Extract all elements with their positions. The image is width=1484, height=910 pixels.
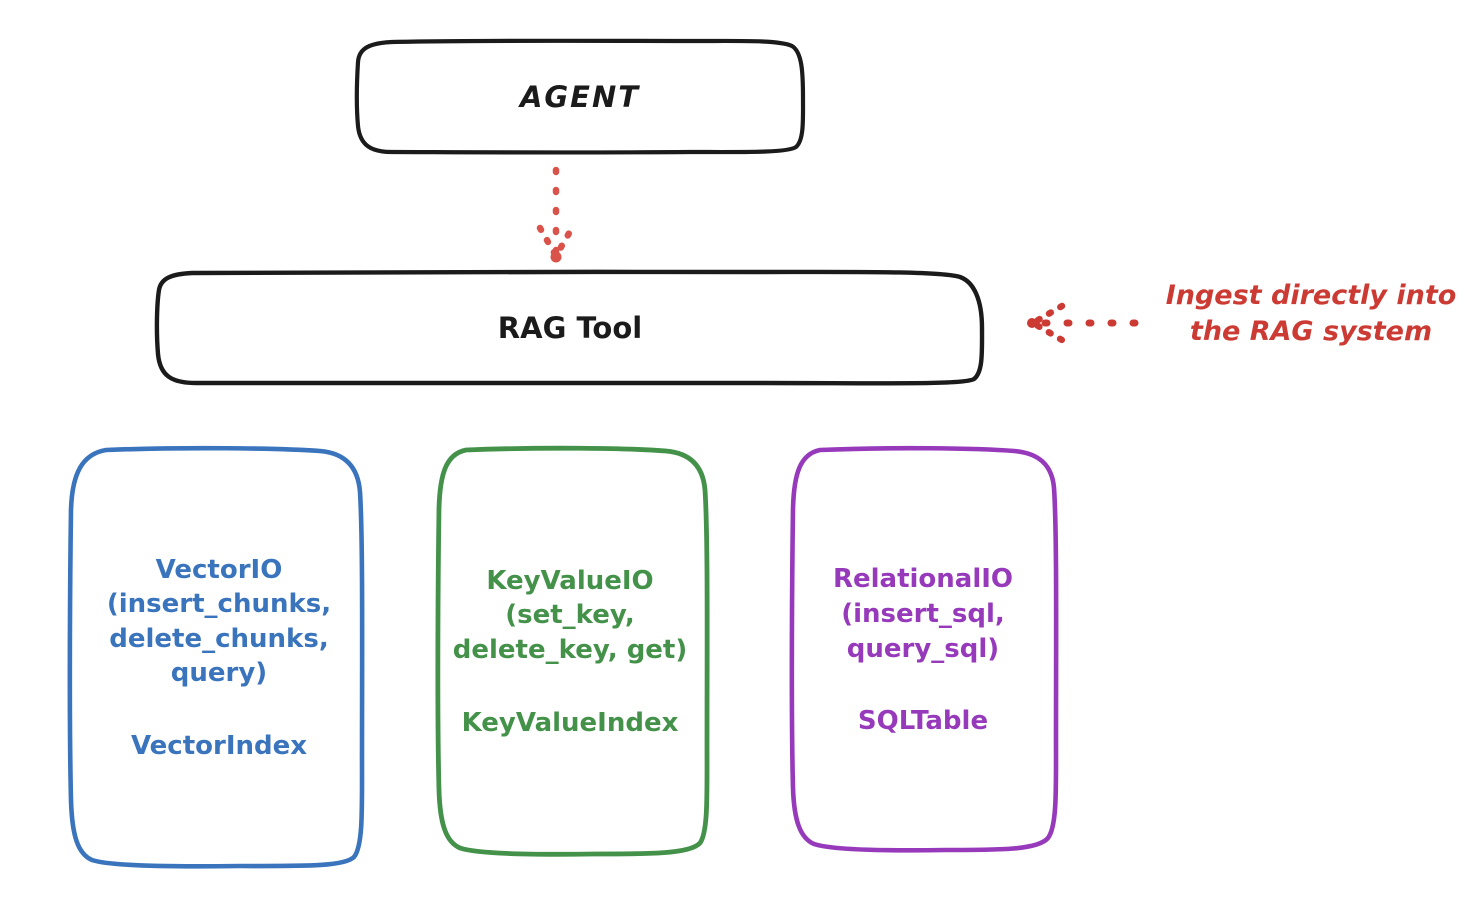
ingest-arrow [1027, 302, 1139, 344]
agent-to-rag-arrow [536, 166, 576, 263]
rag-tool-node-shape[interactable] [154, 269, 985, 386]
vector-io-node-shape[interactable] [67, 445, 365, 869]
key-value-io-node-shape[interactable] [435, 445, 710, 857]
relational-io-node-shape[interactable] [789, 445, 1059, 853]
agent-node-shape[interactable] [354, 38, 806, 155]
